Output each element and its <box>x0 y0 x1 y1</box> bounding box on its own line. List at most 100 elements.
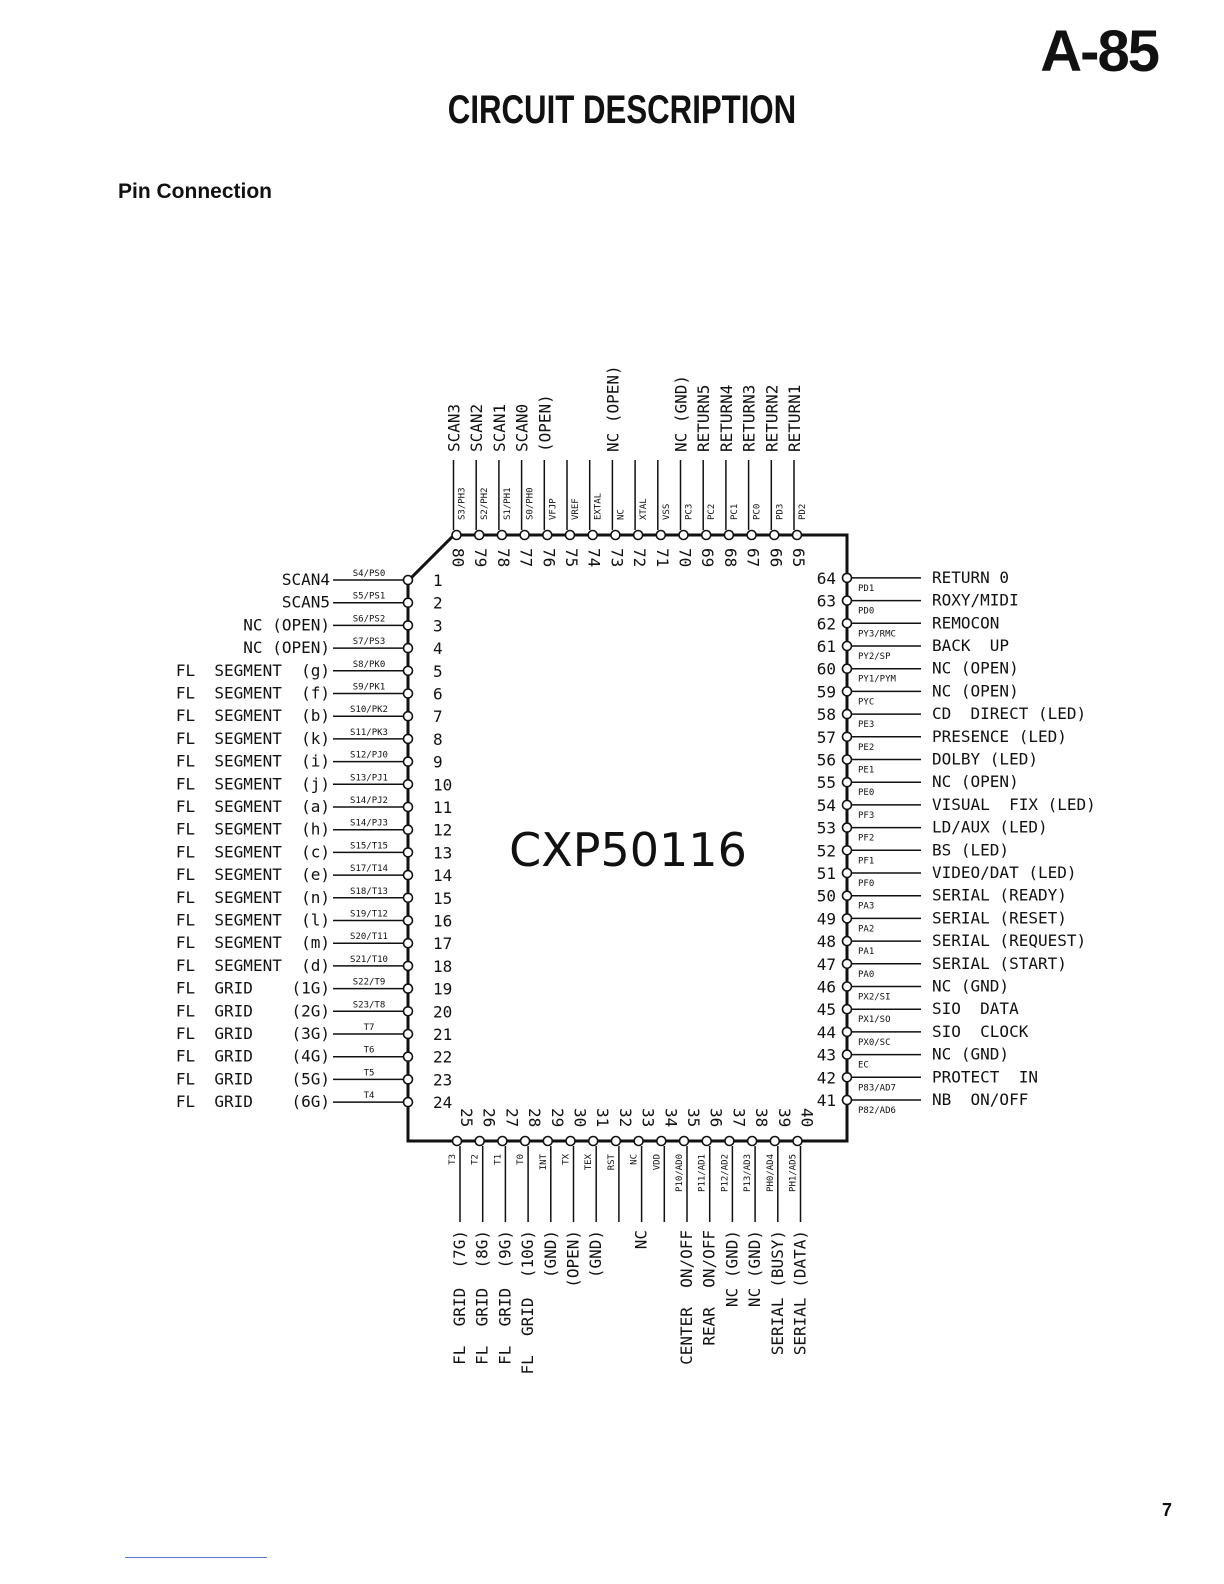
pin-code-label: P83/AD7 <box>858 1083 896 1093</box>
pin-number: 24 <box>433 1093 452 1112</box>
pin-number: 34 <box>661 1108 680 1127</box>
pin-circle <box>746 1135 758 1147</box>
pin-number: 1 <box>433 571 443 590</box>
pin-code-label: PE0 <box>858 788 874 798</box>
pin-circle <box>473 529 485 541</box>
pin-function-label: NC (GND) <box>672 375 691 452</box>
pin-function-label: NC (OPEN) <box>603 365 622 452</box>
pin-function-label: FL SEGMENT (a) <box>176 797 330 816</box>
pin-number: 17 <box>433 934 452 953</box>
pin-circle <box>402 1028 414 1040</box>
pin-function-label: RETURN5 <box>694 385 713 452</box>
pin-circle <box>402 574 414 586</box>
pin-function-label: RETURN1 <box>785 385 804 452</box>
pin-code-label: T0 <box>516 1154 526 1165</box>
pin-circle <box>587 1135 599 1147</box>
pin-circle <box>841 1072 853 1083</box>
pin-function-label: RETURN 0 <box>932 568 1009 587</box>
pin-function-label: SERIAL (RESET) <box>932 908 1067 927</box>
pin-function-label: FL SEGMENT (n) <box>176 888 330 907</box>
pin-number: 28 <box>525 1108 544 1127</box>
pin-code-label: S23/T8 <box>353 1000 386 1010</box>
pin-circle <box>610 529 621 541</box>
pin-number: 59 <box>817 682 836 701</box>
pin-function-label: FL GRID (2G) <box>176 1001 330 1020</box>
pin-number: 11 <box>433 798 452 817</box>
pin-code-label: INT <box>539 1153 549 1170</box>
pin-number: 26 <box>480 1108 499 1127</box>
pin-number: 49 <box>817 909 836 928</box>
pin-code-label: PX0/SC <box>858 1038 891 1048</box>
pin-code-label: PX2/SI <box>858 993 891 1003</box>
pin-number: 13 <box>433 843 452 862</box>
pin-code-label: P13/AD3 <box>743 1154 753 1192</box>
pin-number: 63 <box>817 592 836 611</box>
pin-number: 15 <box>433 889 452 908</box>
pin-code-label: PE2 <box>858 743 874 753</box>
pin-number: 77 <box>517 548 536 567</box>
pin-circle <box>402 1074 414 1085</box>
pin-code-label: S2/PH2 <box>480 487 490 520</box>
pin-code-label: PA2 <box>858 924 874 934</box>
pin-function-label: RETURN2 <box>762 385 781 452</box>
pin-circle <box>496 529 508 541</box>
pin-function-label: FL SEGMENT (e) <box>176 865 330 884</box>
pin-number: 75 <box>562 548 581 567</box>
pin-code-label: S8/PK0 <box>353 660 386 670</box>
pin-number: 41 <box>817 1091 836 1110</box>
pin-code-label: PC0 <box>753 504 763 520</box>
pin-code-label: S1/PH1 <box>503 487 513 520</box>
pin-number: 80 <box>449 548 468 567</box>
pin-code-label: TEX <box>584 1153 594 1170</box>
pin-number: 64 <box>817 569 836 588</box>
pin-function-label: VIDEO/DAT (LED) <box>932 863 1077 882</box>
pin-code-label: PC1 <box>730 504 740 520</box>
pin-circle <box>402 710 414 722</box>
pin-function-label: FL GRID (5G) <box>176 1069 330 1088</box>
pin-code-label: PC3 <box>685 504 695 520</box>
pin-code-label: PY3/RMC <box>858 629 896 639</box>
section-heading: Pin Connection <box>118 180 272 203</box>
pin-circle <box>402 869 414 881</box>
pin-function-label: SERIAL (START) <box>932 954 1067 973</box>
pin-number: 56 <box>817 751 836 770</box>
pin-code-label: PD2 <box>798 504 808 520</box>
pin-function-label: LD/AUX (LED) <box>932 818 1048 837</box>
pin-number: 36 <box>707 1108 726 1127</box>
pin-function-label: NC (GND) <box>932 1045 1009 1064</box>
pin-code-label: S14/PJ3 <box>350 819 388 829</box>
pin-circle <box>841 663 853 675</box>
pin-code-label: S4/PS0 <box>353 569 386 579</box>
pin-circle <box>474 1135 486 1147</box>
pin-circle <box>841 617 853 629</box>
pin-code-label: S7/PS3 <box>353 637 386 647</box>
pin-number: 31 <box>593 1108 612 1127</box>
pin-function-label: PRESENCE (LED) <box>932 727 1067 746</box>
pin-number: 22 <box>433 1048 452 1067</box>
chip-label: CXP50116 <box>509 823 747 877</box>
pin-number: 20 <box>433 1002 452 1021</box>
pin-code-label: S12/PJ0 <box>350 751 388 761</box>
pin-function-label: SERIAL (DATA) <box>791 1230 810 1355</box>
pin-number: 45 <box>817 1000 836 1019</box>
pin-function-label: SIO CLOCK <box>932 1022 1029 1041</box>
pin-circle <box>841 913 853 924</box>
pin-circle <box>542 1135 554 1147</box>
pin-function-label: RETURN3 <box>740 385 759 452</box>
pin-code-label: VDD <box>652 1154 662 1170</box>
pin-circle <box>402 597 414 609</box>
pin-code-label: T4 <box>364 1091 375 1101</box>
pin-code-label: PX1/SO <box>858 1015 891 1025</box>
pin-function-label: NC <box>632 1230 651 1249</box>
pin-function-label: FL SEGMENT (k) <box>176 729 330 748</box>
pin-circle <box>724 1135 735 1147</box>
pin-function-label: SCAN1 <box>490 404 509 452</box>
pin-function-label: SCAN2 <box>467 404 486 452</box>
pin-function-label: FL GRID (4G) <box>176 1047 330 1066</box>
pin-number: 19 <box>433 980 452 999</box>
pin-code-label: PY1/PYM <box>858 675 897 685</box>
pin-function-label: NC (OPEN) <box>932 659 1019 678</box>
pin-function-label: SCAN3 <box>445 404 464 452</box>
pin-function-label: NC (OPEN) <box>932 772 1019 791</box>
pin-circle <box>841 1003 853 1015</box>
